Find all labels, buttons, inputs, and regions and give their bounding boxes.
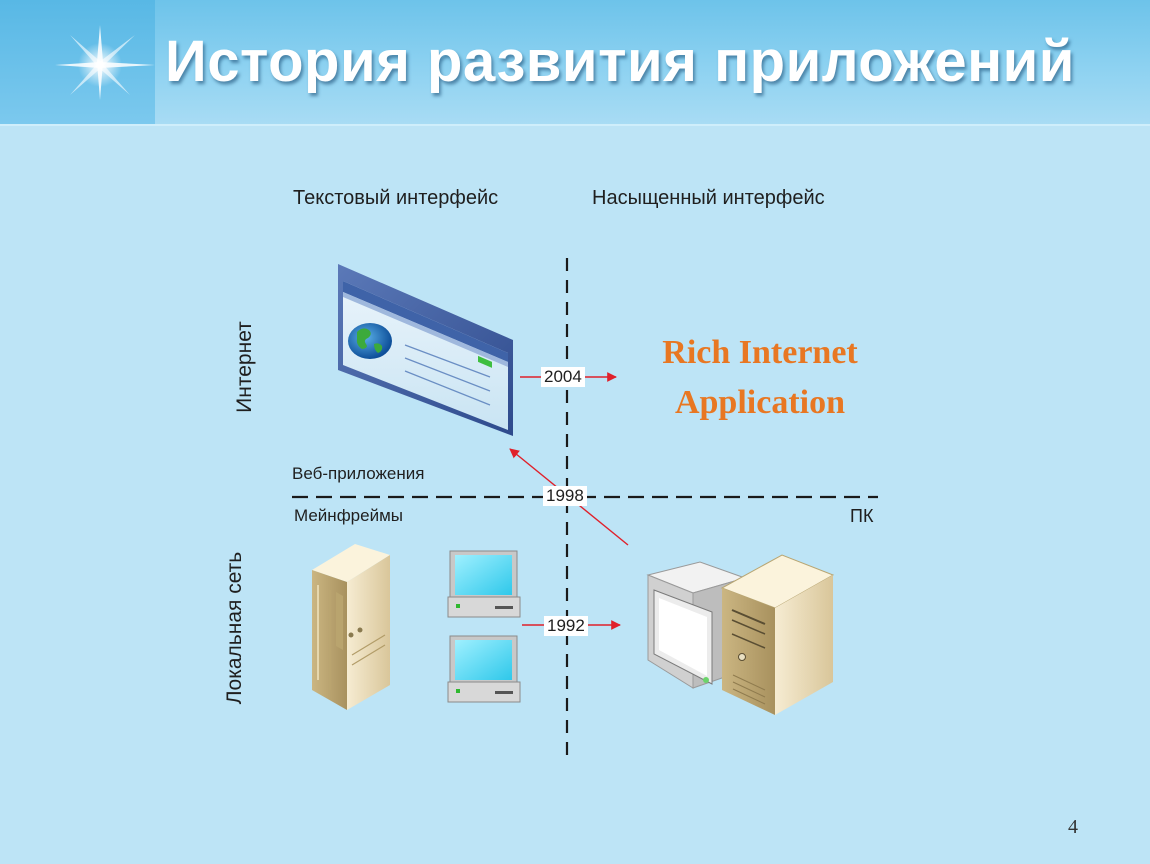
- ria-label: Rich Internet Application: [640, 328, 880, 428]
- column-label-rich-interface: Насыщенный интерфейс: [592, 187, 825, 209]
- terminal-icon: [447, 550, 521, 618]
- year-label-1992: 1992: [544, 616, 588, 636]
- row-label-local-network: Локальная сеть: [223, 551, 246, 705]
- ria-label-line1: Rich Internet: [662, 334, 858, 371]
- page-title: История развития приложений: [165, 29, 1075, 94]
- column-label-text-interface: Текстовый интерфейс: [293, 187, 499, 209]
- terminal-icon: [447, 635, 521, 703]
- ria-label-line2: Application: [674, 384, 846, 421]
- year-label-1998: 1998: [543, 486, 587, 506]
- label-pc: ПК: [850, 506, 874, 526]
- pc-computer-icon: [646, 554, 835, 715]
- label-mainframes: Мейнфреймы: [294, 506, 403, 525]
- header-bar: [0, 0, 1150, 126]
- mainframe-server-icon: [312, 544, 390, 710]
- year-label-2004: 2004: [541, 367, 585, 387]
- browser-window-icon: [338, 264, 513, 436]
- header-accent: [0, 0, 155, 126]
- header-divider: [0, 124, 1150, 126]
- label-web-apps: Веб-приложения: [292, 464, 425, 483]
- row-label-internet: Интернет: [233, 321, 256, 413]
- sparkle-icon: [55, 25, 155, 100]
- page-number: 4: [1068, 816, 1078, 838]
